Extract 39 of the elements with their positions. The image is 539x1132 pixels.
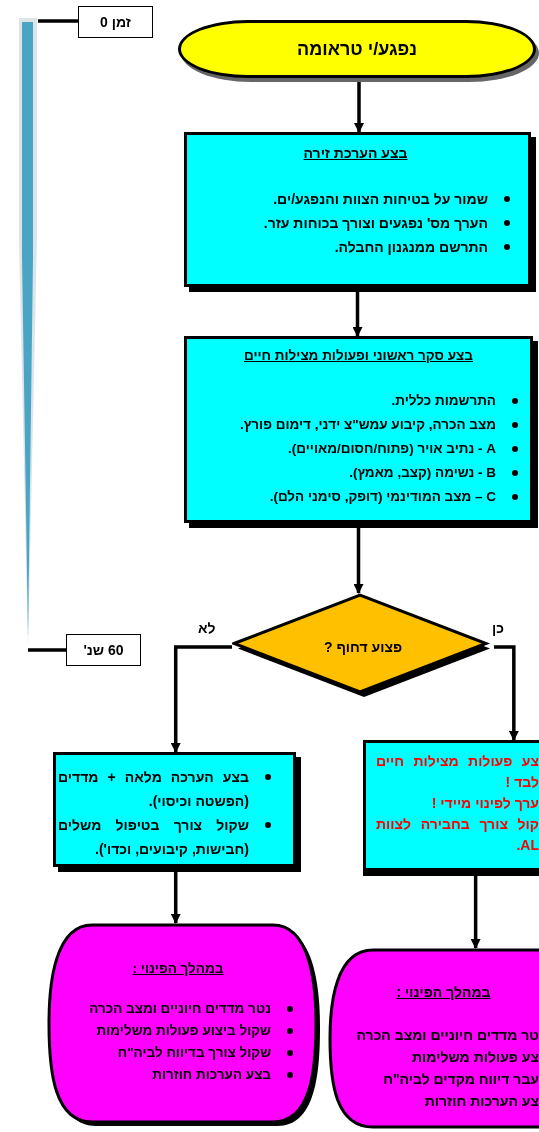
heading: במהלך הפינוי : xyxy=(131,961,225,976)
list-item: שקול ביצוע פעולות משלימות xyxy=(96,1023,271,1038)
node-label: נפגע/י טראומה xyxy=(297,38,417,60)
list-item: A - נתיב אויר (פתוח/חסום/מאויים). xyxy=(288,441,496,456)
heading: במהלך הפינוי : xyxy=(395,984,492,1000)
list-item: בצע הערכה מלאה + מדדים (הפשטה וכיסוי). xyxy=(58,769,249,809)
list-item: נטר מדדים חיוניים ומצב הכרה xyxy=(89,1001,271,1016)
list-item: התרשם ממנגנון החבלה. xyxy=(334,239,488,255)
connector-line xyxy=(38,19,78,23)
list-item: בצע הערכות חוזרות xyxy=(152,1067,271,1082)
list-item: עבר דיווח מקדים לביה"ח xyxy=(382,1070,539,1089)
arrow xyxy=(494,645,519,741)
list-item: קול צורך בחבירה לצוות AL. xyxy=(376,815,539,855)
list-item: טר מדדים חיוניים ומצב הכרה xyxy=(355,1026,539,1045)
edge-label: לא xyxy=(196,620,218,636)
list-item: מצב הכרה, קיבוע עמש"צ ידני, דימום פורץ. xyxy=(240,417,496,432)
list-item: שמור על בטיחות הצוות והנפגע/ים. xyxy=(273,191,488,207)
list-item: שקול צורך בטיפול משלים (חבישות, קיבועים, וכדו'). xyxy=(58,817,249,857)
arrow xyxy=(170,645,232,753)
rounded-box xyxy=(328,948,539,1132)
node-label: פצוע דחוף ? xyxy=(323,639,403,655)
rounded-box xyxy=(47,923,323,1129)
heading: בצע סקר ראשוני ופעולות מצילות חיים xyxy=(243,348,474,363)
connector-line xyxy=(28,648,66,652)
time-label xyxy=(78,6,153,38)
list-item: ערך לפינוי מיידי ! xyxy=(430,794,539,813)
list-item: B - נשימה (קצב, מאמץ). xyxy=(349,465,496,480)
heading: בצע הערכת זירה xyxy=(302,145,409,161)
arrow xyxy=(354,82,364,133)
time-label xyxy=(66,634,141,666)
time-label-text: 60 שנ' xyxy=(83,642,124,658)
list-item: צע הערכות חוזרות xyxy=(423,1092,539,1111)
list-item: צע פעולות משלימות xyxy=(411,1048,539,1067)
list-item: הערך מס' נפגעים וצורך בכוחות עזר. xyxy=(263,215,488,231)
list-item: C – מצב המודינמי (דופק, סימני הלם). xyxy=(269,489,496,504)
time-label-text: זמן 0 xyxy=(100,14,131,30)
list-item: שקול צורך בדיווח לביה"ח xyxy=(117,1045,271,1060)
list-item: התרשמות כללית. xyxy=(391,393,496,408)
list-item: צע פעולות מצילות חיים לבד ! xyxy=(376,752,539,792)
